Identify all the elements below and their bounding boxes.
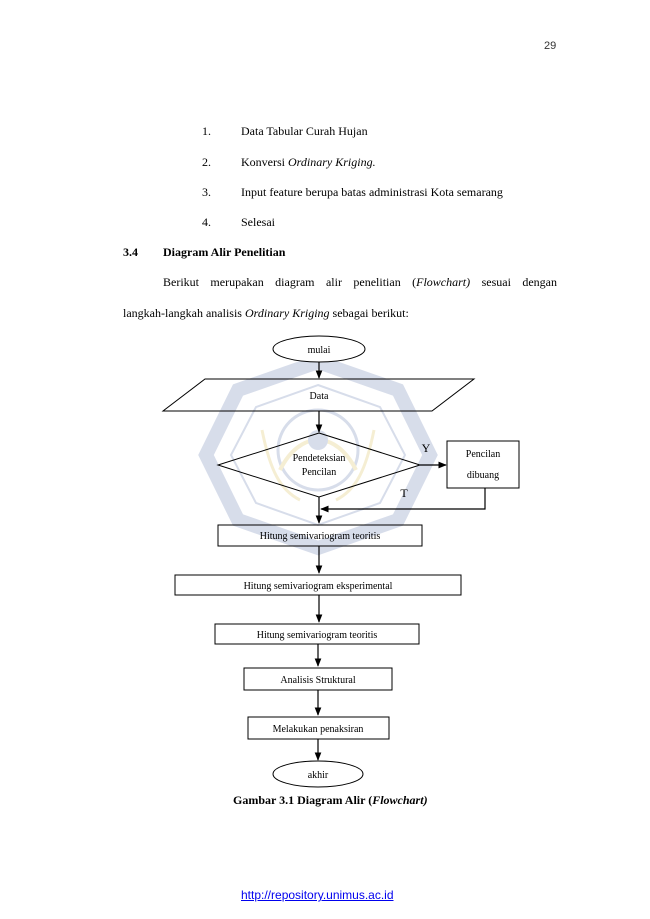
process-step-2 (174, 574, 462, 596)
process-step-1 (217, 524, 423, 547)
outlier-removal-box (446, 440, 520, 489)
step-2-label: Hitung semivariogram eksperimental (244, 581, 393, 592)
list-item-text: Input feature berupa batas administrasi … (241, 185, 503, 199)
page-number: 29 (544, 40, 557, 52)
end-terminal (272, 760, 364, 788)
process-step-3 (214, 623, 420, 645)
list-item-text: Selesai (241, 215, 275, 229)
end-label: akhir (308, 770, 329, 781)
figure-caption: Gambar 3.1 Diagram Alir (Flowchart) (233, 793, 428, 807)
data-input-shape (161, 378, 476, 412)
list-item-number: 3. (202, 185, 211, 199)
yes-label: Y (422, 441, 431, 455)
flow-arrow-return (320, 488, 486, 513)
section-number: 3.4 (123, 245, 138, 259)
section-title: Diagram Alir Penelitian (163, 245, 286, 259)
outlier-label-line2: dibuang (467, 470, 499, 481)
paragraph-line: Berikut merupakan diagram alir penelitia… (163, 275, 558, 289)
list-item-number: 1. (202, 124, 211, 138)
data-label: Data (310, 391, 329, 402)
list-item-number: 2. (202, 155, 211, 169)
step-1-label: Hitung semivariogram teoritis (260, 531, 381, 542)
outlier-label-line1: Pencilan (466, 449, 500, 460)
repository-link[interactable]: http://repository.unimus.ac.id (241, 888, 394, 902)
step-3-label: Hitung semivariogram teoritis (257, 630, 378, 641)
step-4-label: Analisis Struktural (280, 675, 355, 686)
paragraph-line: langkah-langkah analisis Ordinary Krigin… (123, 306, 409, 320)
decision-label-line1: Pendeteksian (293, 453, 346, 464)
step-5-label: Melakukan penaksiran (273, 724, 364, 735)
decision-label-line2: Pencilan (302, 467, 336, 478)
list-item-text: Konversi Ordinary Kriging. (241, 155, 376, 169)
no-label: T (400, 486, 408, 500)
list-item-number: 4. (202, 215, 211, 229)
start-label: mulai (308, 345, 331, 356)
list-item-text: Data Tabular Curah Hujan (241, 124, 368, 138)
